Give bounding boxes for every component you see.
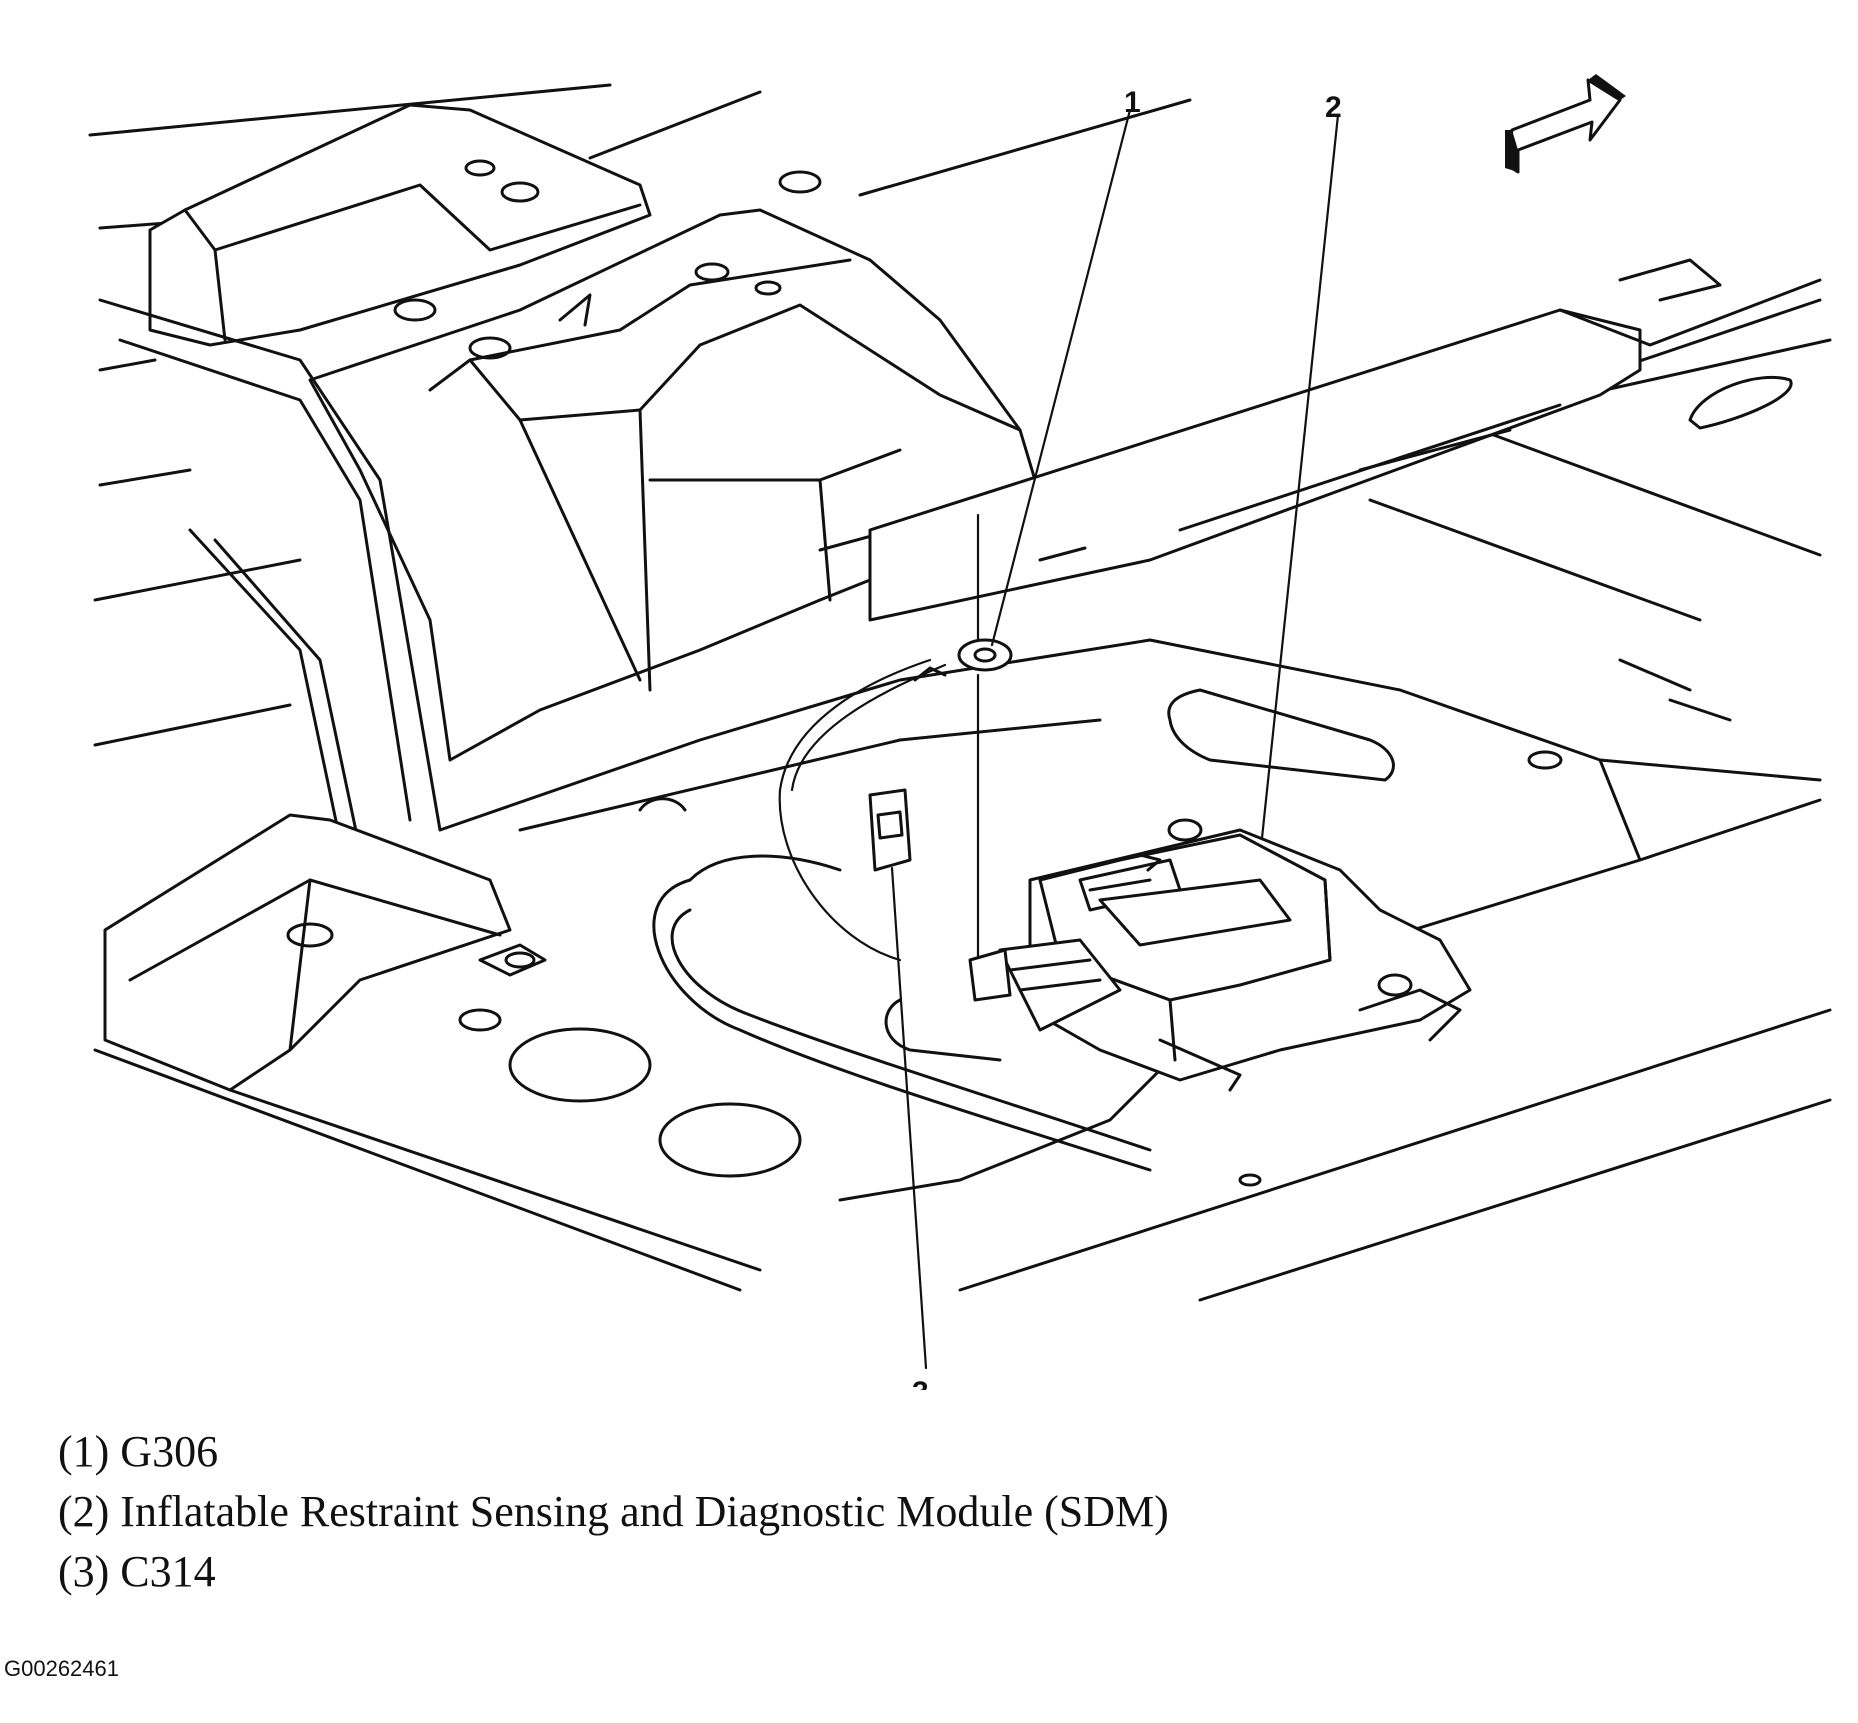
- callout-1-leader: [990, 108, 1132, 647]
- callout-1-number: 1: [1124, 86, 1141, 119]
- lower-left-mount: [103, 813, 802, 1178]
- g306-ground: [957, 513, 1013, 972]
- legend-item-c314: (3) C314: [58, 1547, 216, 1596]
- callout-2-leader: [1260, 113, 1340, 840]
- legend: (1) G306 (2) Inflatable Restraint Sensin…: [58, 1422, 1169, 1602]
- vehicle-floor-diagram: 1 2 3: [88, 74, 1832, 1390]
- upper-left-mount: [148, 103, 822, 347]
- right-rail: [868, 258, 1822, 622]
- figure-id: G00262461: [4, 1656, 119, 1681]
- wiring-harness: [652, 658, 1152, 1172]
- callout-3-leader: [890, 866, 928, 1370]
- callout-2-number: 2: [1325, 91, 1342, 124]
- sdm-module: [968, 818, 1472, 1092]
- legend-item-g306: (1) G306: [58, 1427, 219, 1476]
- callout-3-number: 3: [912, 1376, 929, 1390]
- crossmember: [308, 208, 1052, 762]
- floor-pan: [438, 638, 1822, 1202]
- callout-leaders: [890, 108, 1340, 1370]
- left-rail: [98, 298, 442, 852]
- legend-item-sdm: (2) Inflatable Restraint Sensing and Dia…: [58, 1487, 1169, 1536]
- forward-arrow-icon: [1505, 74, 1626, 174]
- c314-connector: [868, 788, 912, 872]
